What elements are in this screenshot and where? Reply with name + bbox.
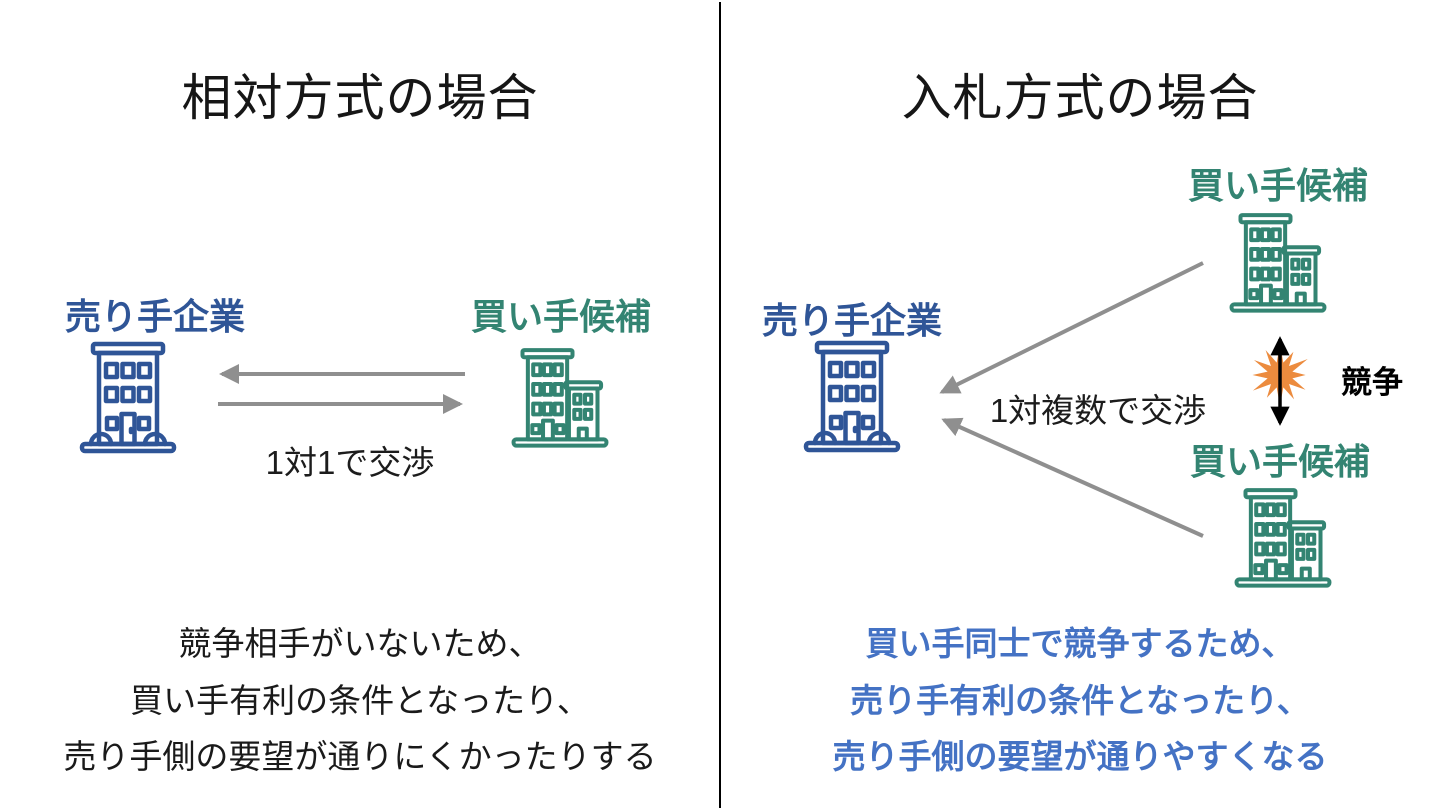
- left-seller-label: 売り手企業: [64, 296, 245, 337]
- right-seller-label: 売り手企業: [761, 300, 942, 341]
- competition-label: 競争: [1341, 365, 1403, 400]
- left-note-line-2: 買い手有利の条件となったり、: [130, 682, 590, 719]
- arrow-buyer-top-to-seller: [939, 261, 1204, 394]
- buyer-building-top-icon: [1228, 205, 1328, 318]
- right-buyer-top-label: 買い手候補: [1187, 165, 1368, 206]
- right-arrow-caption: 1対複数で交渉: [989, 392, 1207, 429]
- right-note-line-3: 売り手側の要望が通りやすくなる: [832, 738, 1328, 775]
- right-buyer-bottom-label: 買い手候補: [1189, 441, 1370, 482]
- right-note-line-2: 売り手有利の条件となったり、: [850, 682, 1310, 719]
- seller-building-right-icon: [802, 337, 902, 453]
- left-buyer-label: 買い手候補: [470, 296, 651, 337]
- panel-divider: [719, 2, 721, 808]
- arrow-buyer-bottom-to-seller: [941, 417, 1204, 538]
- seller-building-icon: [78, 338, 178, 454]
- left-note-line-3: 売り手側の要望が通りにくかったりする: [63, 738, 657, 775]
- left-note-line-1: 競争相手がいないため、: [178, 625, 542, 662]
- buyer-building-icon: [510, 340, 610, 453]
- buyer-building-bottom-icon: [1233, 480, 1333, 593]
- left-arrow-caption: 1対1で交渉: [265, 444, 435, 481]
- right-panel-title: 入札方式の場合: [901, 70, 1259, 126]
- right-note-line-1: 買い手同士で競争するため、: [865, 625, 1295, 662]
- left-panel-title: 相対方式の場合: [181, 70, 539, 126]
